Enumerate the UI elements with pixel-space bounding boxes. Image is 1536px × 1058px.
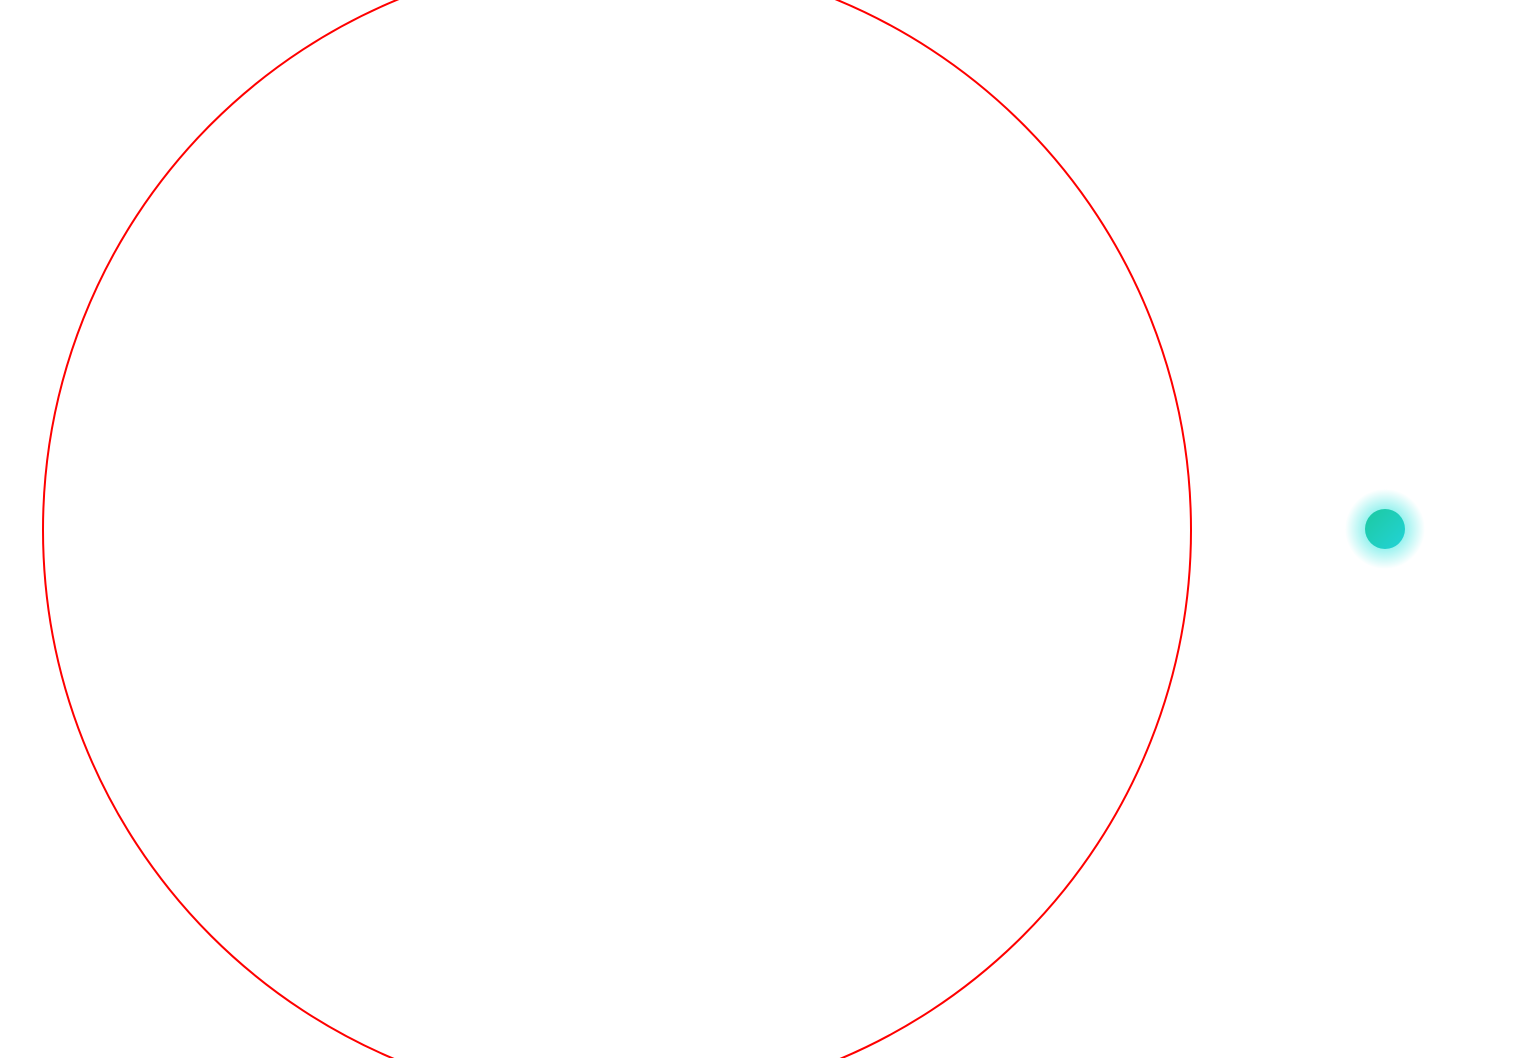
orbit-ring — [42, 0, 1192, 1058]
glowing-orb[interactable] — [1365, 509, 1405, 549]
